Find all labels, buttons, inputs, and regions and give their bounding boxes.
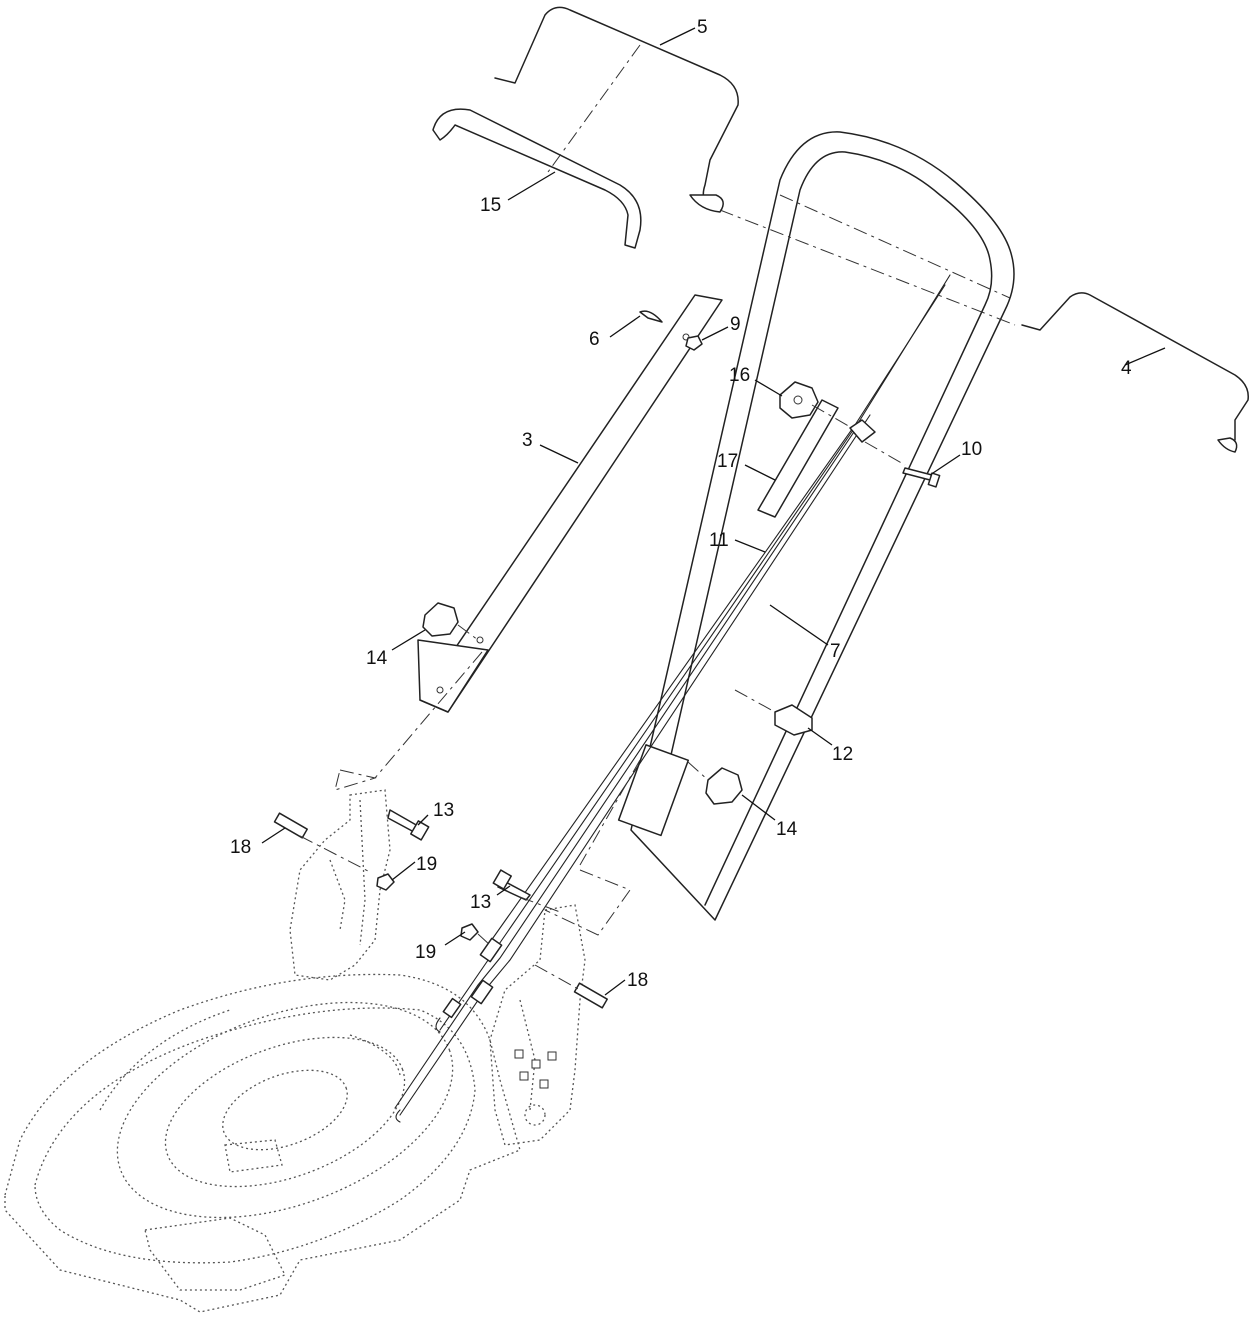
callout-19-right: 19 [415, 942, 436, 963]
callout-14-lower: 14 [776, 819, 798, 840]
callout-18-right: 18 [627, 970, 648, 991]
hardware [273, 310, 941, 1009]
callout-14-upper: 14 [366, 648, 388, 669]
handle-grip-part-15 [432, 108, 642, 249]
cable-clamp [849, 419, 876, 443]
callout-16: 16 [729, 365, 750, 386]
nut-part-9 [685, 335, 703, 351]
upper-handle [617, 131, 1015, 921]
callout-3: 3 [522, 430, 533, 451]
pin-part-18-right [573, 982, 608, 1009]
callout-10: 10 [961, 439, 982, 460]
callout-17: 17 [717, 451, 738, 472]
right-handle-bracket [489, 904, 586, 1146]
callout-11: 11 [709, 530, 729, 551]
bail-part-5 [494, 6, 739, 213]
callout-5: 5 [697, 17, 708, 38]
bail-part-4 [1021, 292, 1249, 453]
callout-labels: 5 15 6 9 4 16 3 10 17 11 14 7 12 13 18 1… [230, 17, 1132, 991]
alignment-lines [299, 44, 1016, 991]
callout-7: 7 [830, 641, 841, 662]
callout-4: 4 [1121, 358, 1132, 379]
adjuster-part-12 [774, 704, 813, 736]
callout-13-left: 13 [433, 800, 454, 821]
clip-part-6 [639, 310, 663, 323]
callout-13-right: 13 [470, 892, 491, 913]
control-cables [394, 274, 951, 1123]
strip-part-17 [757, 399, 839, 518]
leader-lines [261, 27, 1166, 996]
lower-handle [417, 294, 723, 713]
callout-6: 6 [589, 329, 600, 350]
callout-19-left: 19 [416, 854, 437, 875]
knob-part-14-lower [705, 767, 743, 805]
callout-9: 9 [730, 314, 741, 335]
knob-part-14-upper [422, 602, 459, 637]
callout-18-left: 18 [230, 837, 251, 858]
callout-12: 12 [832, 744, 853, 765]
nut-part-19-left [376, 873, 395, 891]
callout-15: 15 [480, 195, 501, 216]
pin-part-18-left [273, 812, 308, 839]
nut-part-19-right [460, 923, 479, 941]
mower-deck [4, 973, 521, 1313]
left-handle-bracket [289, 789, 391, 981]
